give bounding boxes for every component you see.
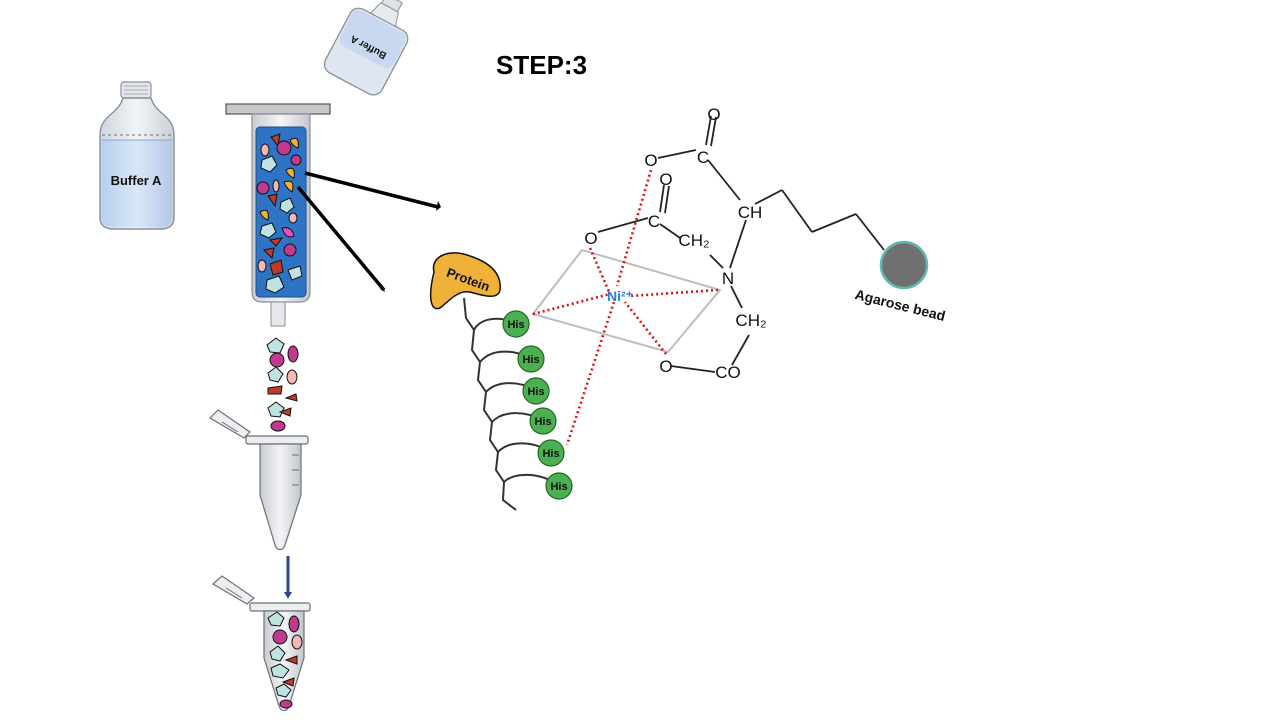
atom-o: O	[584, 229, 597, 248]
nickel-ion-label: Ni²⁺	[607, 288, 633, 304]
coordination-bonds	[532, 169, 719, 446]
his-residue: His	[529, 407, 557, 435]
empty-microtube	[209, 409, 309, 551]
chromatography-column	[225, 103, 331, 327]
buffer-a-pour-bottle: Buffer A	[323, 0, 409, 96]
zoom-arrow-upper	[304, 171, 439, 209]
atom-labels: O O C CH O C O CH₂ N CH₂ O CO	[584, 105, 766, 382]
atom-ch2-upper: CH₂	[678, 231, 709, 250]
nta-skeleton	[597, 115, 885, 373]
atom-ch: CH	[738, 203, 763, 222]
his-residue: His	[522, 377, 550, 405]
atom-o: O	[707, 105, 720, 124]
his-residue: His	[545, 472, 573, 500]
svg-text:His: His	[534, 416, 551, 428]
atom-c: C	[697, 148, 709, 167]
zoom-arrows	[296, 171, 441, 292]
svg-text:His: His	[542, 448, 559, 460]
collect-arrow	[284, 556, 292, 599]
his-residue: His	[517, 345, 545, 373]
atom-ch2-lower: CH₂	[735, 311, 766, 330]
chelation-schematic: Protein His His His His His	[429, 105, 947, 511]
his-residue: His	[502, 310, 530, 338]
svg-text:His: His	[550, 481, 567, 493]
filled-microtube	[211, 575, 311, 712]
agarose-label: Agarose bead	[853, 286, 947, 324]
column-resin-particles	[256, 133, 303, 294]
atom-c: C	[648, 212, 660, 231]
step-title: STEP:3	[496, 50, 588, 80]
atom-co: CO	[715, 363, 741, 382]
buffer-a-bottle: Buffer A	[99, 81, 175, 230]
svg-text:His: His	[527, 386, 544, 398]
atom-o: O	[659, 357, 672, 376]
his-tag-residues: His His His His His His	[502, 310, 573, 500]
coordination-plane	[531, 248, 722, 354]
svg-text:His: His	[522, 354, 539, 366]
buffer-bottle-label: Buffer A	[111, 173, 162, 188]
agarose-bead: Agarose bead	[853, 240, 947, 324]
svg-text:His: His	[507, 319, 524, 331]
flow-through-particles	[266, 337, 299, 432]
atom-n: N	[722, 269, 734, 288]
atom-o: O	[659, 170, 672, 189]
protein-blob: Protein	[429, 252, 501, 310]
atom-o: O	[644, 151, 657, 170]
zoom-arrow-lower	[296, 185, 386, 292]
his-residue: His	[537, 439, 565, 467]
